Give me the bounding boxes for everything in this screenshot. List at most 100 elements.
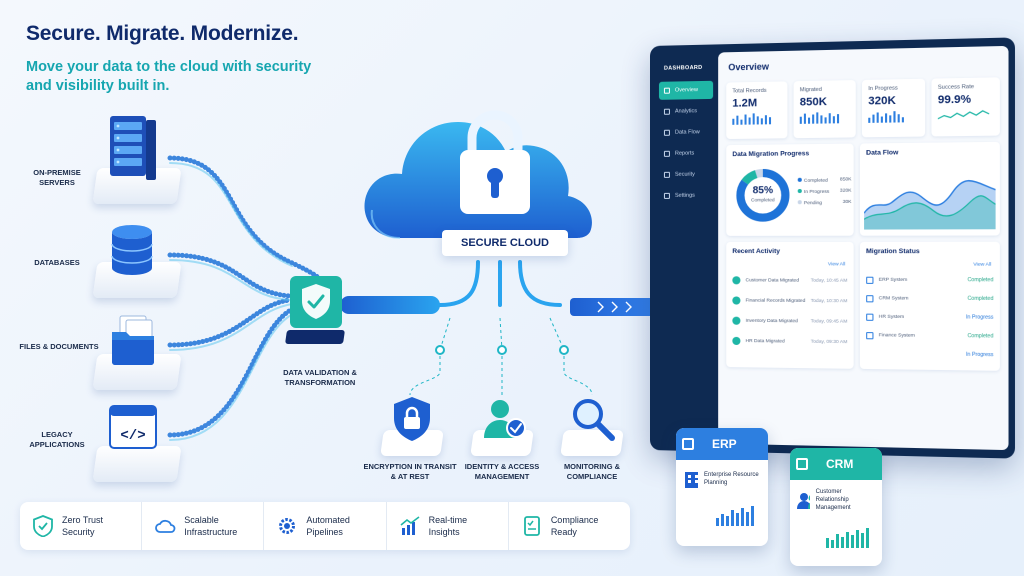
status-view-all-link[interactable]: View All [973, 262, 992, 268]
stat-card-migrated[interactable]: Migrated 850K [793, 80, 856, 139]
nav-label: Settings [674, 192, 695, 199]
flow-icon [663, 129, 670, 136]
capability-text: Pipelines [306, 527, 343, 537]
stat-card-in-progress[interactable]: In Progress 320K [861, 78, 926, 138]
stat-card-success-rate[interactable]: Success Rate 99.9% [931, 77, 1000, 137]
activity-time: Today, 09:30 AM [810, 339, 848, 345]
capability-text: Infrastructure [184, 527, 238, 537]
shield-check-icon [33, 515, 53, 537]
capability-text: Automated [306, 515, 350, 525]
activity-row: Inventory Data Migrated Today, 09:45 AM [732, 311, 847, 332]
nav-item-settings[interactable]: Settings [659, 187, 713, 205]
page-headline: Secure. Migrate. Modernize. [26, 22, 299, 45]
data-flow-area-chart [864, 167, 996, 230]
crm-subtitle: Customer Relationship Management [815, 489, 851, 511]
activity-label: Customer Data Migrated [745, 277, 800, 284]
system-icon [866, 276, 874, 284]
erp-card-body: Enterprise Resource Planning [676, 460, 768, 490]
recent-view-all-link[interactable]: View All [827, 262, 846, 268]
capability-text: Ready [550, 527, 577, 537]
legend-value: 850K [839, 177, 852, 183]
stat-label: Success Rate [937, 84, 975, 91]
section-title: Data Migration Progress [732, 150, 810, 159]
mini-bar-chart [868, 111, 904, 123]
erp-subtitle: Enterprise Resource Planning [704, 472, 759, 486]
crm-bar-chart [826, 528, 869, 548]
mini-line-chart [938, 109, 991, 122]
legend-value: 30K [842, 199, 852, 206]
capability-text: Zero Trust [62, 515, 104, 525]
check-circle-icon [732, 296, 741, 305]
system-name: CRM System [878, 295, 909, 302]
stat-value: 99.9% [937, 93, 972, 107]
legend-label: In Progress [803, 189, 830, 195]
nav-label: Security [674, 171, 695, 178]
nav-item-data-flow[interactable]: Data Flow [659, 123, 713, 142]
crm-title: CRM [826, 457, 854, 471]
padlock-icon [460, 110, 530, 214]
stat-label: In Progress [868, 85, 898, 93]
activity-label: Financial Records Migrated [745, 298, 806, 304]
system-icon [866, 331, 874, 339]
activity-time: Today, 10:30 AM [810, 298, 848, 304]
feature-label-identity: IDENTITY & ACCESS MANAGEMENT [464, 462, 540, 481]
nav-label: Reports [674, 150, 695, 157]
stat-label: Migrated [799, 86, 822, 94]
dashboard-sidebar: DASHBOARD Overview Analytics Data Flow R… [656, 53, 716, 444]
gear-icon [663, 192, 670, 199]
system-name: Finance System [878, 332, 915, 339]
stat-label: Total Records [732, 87, 767, 95]
capability-text: Real-time [428, 515, 468, 525]
report-icon [663, 150, 670, 157]
lock-shield-icon [394, 397, 430, 441]
legend-label: Pending [803, 200, 823, 206]
analytics-icon [663, 108, 670, 115]
legend-row-pending: Pending 30K [797, 197, 852, 209]
check-circle-icon [732, 276, 741, 285]
building-icon [685, 472, 698, 488]
folder-icon [112, 315, 154, 365]
status-badge: Completed [967, 277, 994, 284]
code-window-icon: </> [109, 405, 157, 449]
crm-card[interactable]: CRM Customer Relationship Management [790, 448, 882, 566]
activity-label: HR Data Migrated [745, 338, 785, 344]
recent-activity-list: Customer Data Migrated Today, 10:45 AM F… [732, 270, 847, 352]
system-name: ERP System [878, 277, 908, 283]
erp-card[interactable]: ERP Enterprise Resource Planning [676, 428, 768, 546]
nav-label: Analytics [674, 108, 698, 115]
database-icon [111, 225, 153, 275]
status-badge: Completed [967, 295, 994, 303]
source-label-databases: DATABASES [34, 258, 80, 267]
mini-bar-chart [732, 113, 772, 125]
activity-label: Inventory Data Migrated [745, 318, 798, 324]
feature-label-encryption: ENCRYPTION IN TRANSIT & AT REST [363, 462, 457, 481]
activity-row: HR Data Migrated Today, 09:30 AM [732, 331, 847, 353]
validation-label: DATA VALIDATION & TRANSFORMATION [283, 368, 357, 387]
status-row: CRM System Completed [866, 289, 993, 308]
stat-value: 320K [868, 94, 896, 108]
stat-card-total[interactable]: Total Records 1.2M [726, 81, 788, 140]
section-title: Recent Activity [732, 248, 780, 256]
nav-item-analytics[interactable]: Analytics [659, 102, 713, 121]
capability-text: Security [62, 527, 95, 537]
nav-item-security[interactable]: Security [659, 165, 713, 184]
secure-cloud-label: SECURE CLOUD [442, 230, 568, 256]
user-check-icon [484, 400, 526, 438]
system-name [879, 354, 966, 355]
source-label-legacy: LEGACY APPLICATIONS [29, 430, 85, 449]
nav-label: Data Flow [674, 129, 700, 136]
people-icon [797, 493, 810, 509]
source-label-files: FILES & DOCUMENTS [19, 342, 99, 351]
progress-percent: 85% [752, 185, 774, 197]
nav-item-reports[interactable]: Reports [659, 144, 713, 163]
nav-item-overview[interactable]: Overview [658, 80, 714, 100]
crm-card-body: Customer Relationship Management [790, 480, 882, 512]
capability-text: Insights [428, 527, 460, 537]
activity-row: Financial Records Migrated Today, 10:30 … [732, 290, 847, 311]
home-icon [663, 87, 670, 94]
